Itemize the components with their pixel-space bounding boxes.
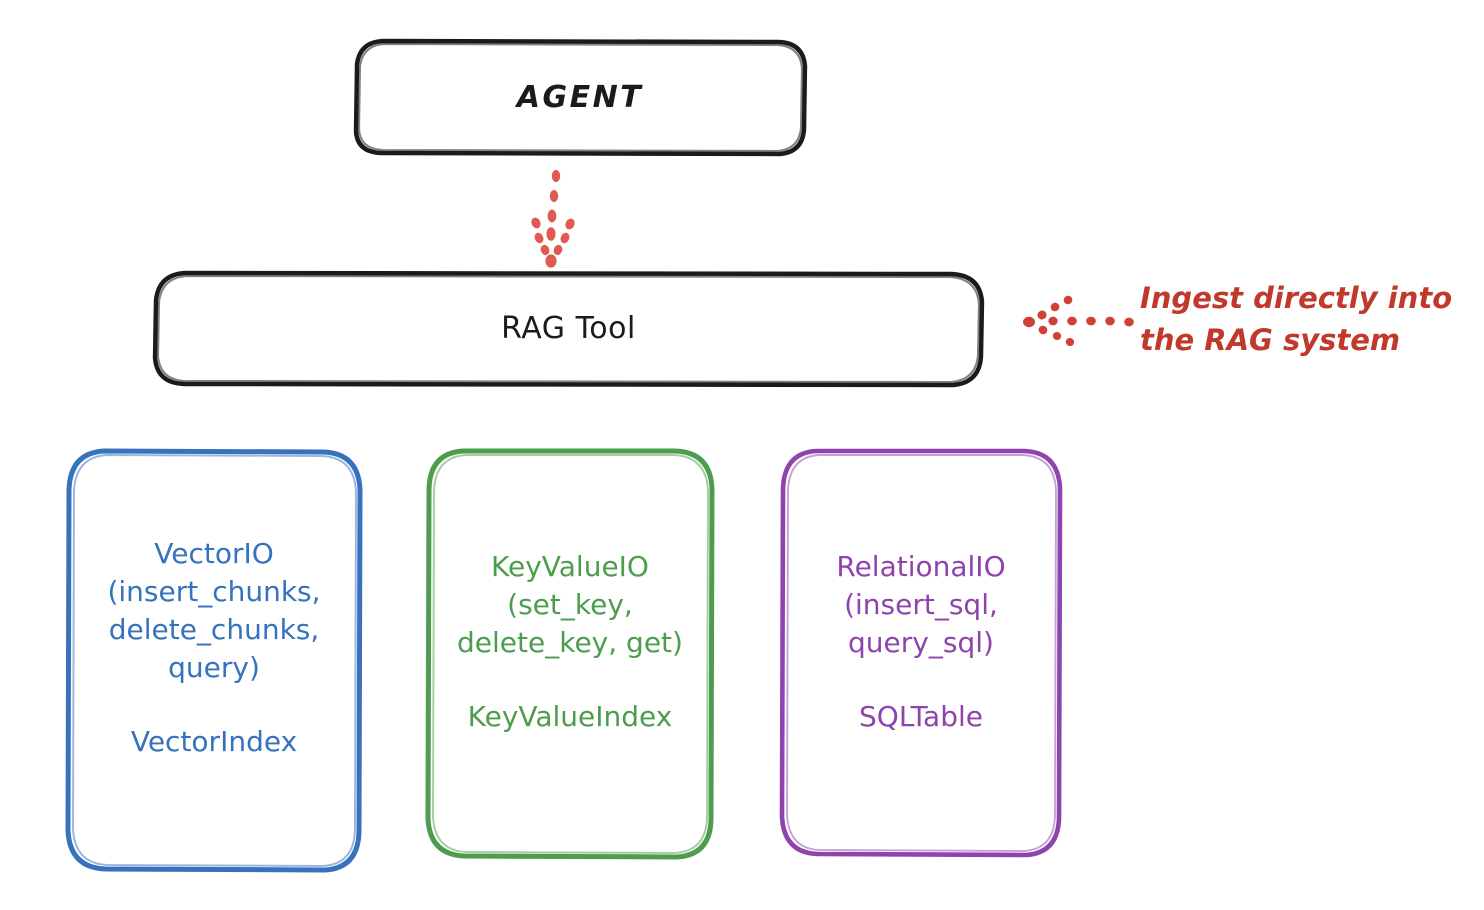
key-value-io-box[interactable] (425, 448, 715, 860)
ingest-pointer-arrow (1023, 295, 1134, 347)
rag-tool-box[interactable] (152, 270, 985, 388)
agent-to-rag-arrow (531, 170, 575, 268)
relational-io-box[interactable] (779, 448, 1063, 858)
vector-io-box[interactable] (65, 448, 363, 873)
agent-box[interactable] (353, 38, 808, 157)
